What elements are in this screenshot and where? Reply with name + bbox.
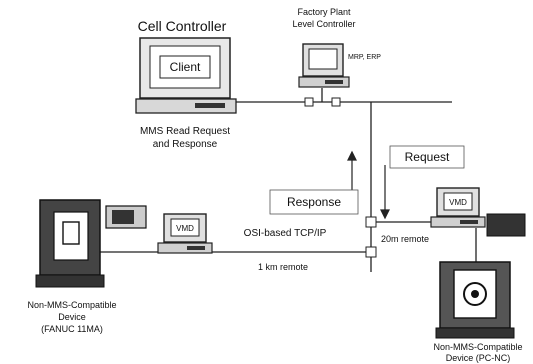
vmd-right-label: VMD (449, 198, 467, 207)
factory-controller-label-line1: Factory Plant (297, 7, 351, 17)
remote-1km-label: 1 km remote (258, 262, 308, 272)
transceiver-top-right (331, 97, 341, 107)
mms-label-line2: and Response (153, 139, 218, 150)
transceiver-top-left (304, 97, 314, 107)
cell-controller-label: Cell Controller (138, 18, 227, 34)
vmd-left-screen (170, 218, 200, 237)
request-box (389, 145, 465, 169)
vmd-left-computer (157, 213, 213, 254)
factory-controller-computer (298, 43, 350, 88)
remote-20m-label: 20m remote (381, 234, 429, 244)
cell-base-unit (135, 98, 237, 114)
mrp-erp-label: MRP, ERP (348, 54, 381, 61)
cell-controller-computer (135, 37, 237, 114)
pcnc-spindle-inner (471, 290, 479, 298)
fanuc-machine (35, 199, 147, 288)
keyboard-right (486, 213, 526, 237)
pcnc-base (435, 327, 515, 339)
vmd-left-label: VMD (176, 224, 194, 233)
request-label: Request (405, 150, 450, 164)
tcp-ip-label: OSI-based TCP/IP (244, 228, 327, 239)
vmd-right-base-unit (430, 216, 486, 228)
transceiver-right (365, 216, 377, 228)
right-device-label-line2: Device (PC-NC) (446, 353, 511, 363)
request-arrow-head (347, 150, 357, 161)
pcnc-machine (435, 261, 515, 339)
left-device-label-line3: (FANUC 11MA) (41, 324, 103, 334)
network-lines (100, 88, 477, 272)
right-device-label-line1: Non-MMS-Compatible (433, 342, 522, 352)
fanuc-display (62, 221, 80, 245)
fanuc-pendant-screen (112, 210, 134, 224)
vmd-left-base-unit (157, 242, 213, 254)
response-arrow-head (380, 209, 390, 220)
client-label: Client (170, 60, 201, 74)
left-device-label-line2: Device (58, 312, 86, 322)
transceivers (304, 97, 377, 258)
factory-base-unit (298, 76, 350, 88)
factory-drive-slot (325, 80, 343, 84)
vmd-right-screen (443, 192, 473, 211)
response-label: Response (287, 195, 341, 209)
vmd-right-drive-slot (460, 220, 478, 224)
fanuc-base (35, 274, 105, 288)
left-device-label-line1: Non-MMS-Compatible (27, 300, 116, 310)
vmd-left-drive-slot (187, 246, 205, 250)
response-box (269, 189, 359, 215)
factory-monitor-screen (308, 48, 338, 70)
mms-label-line1: MMS Read Request (140, 126, 230, 137)
transceiver-bottom (365, 246, 377, 258)
client-box (159, 55, 211, 79)
vmd-right-computer (430, 187, 526, 237)
cell-drive-slot (195, 103, 225, 108)
factory-controller-label-line2: Level Controller (292, 19, 355, 29)
